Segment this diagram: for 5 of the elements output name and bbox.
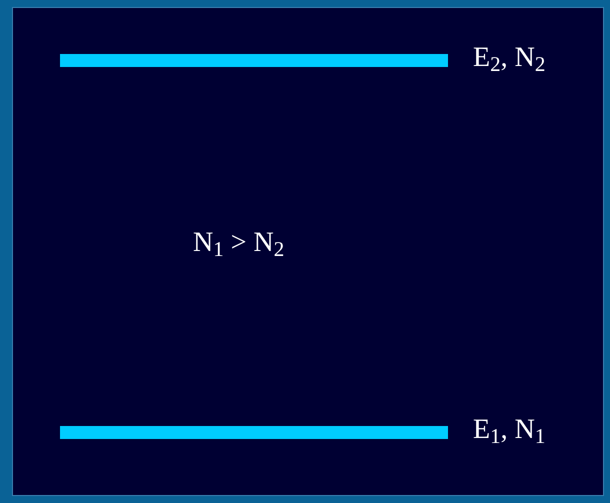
energy-level-bar [60,54,448,67]
energy-level-label: E$_{2}$, N$_{2}$ [473,44,546,72]
energy-level-label: E$_{1}$, N$_{1}$ [473,416,546,444]
energy-level-bar [60,426,448,439]
population-inequality: N$_{1}$ > N$_{2}$ [193,229,284,257]
